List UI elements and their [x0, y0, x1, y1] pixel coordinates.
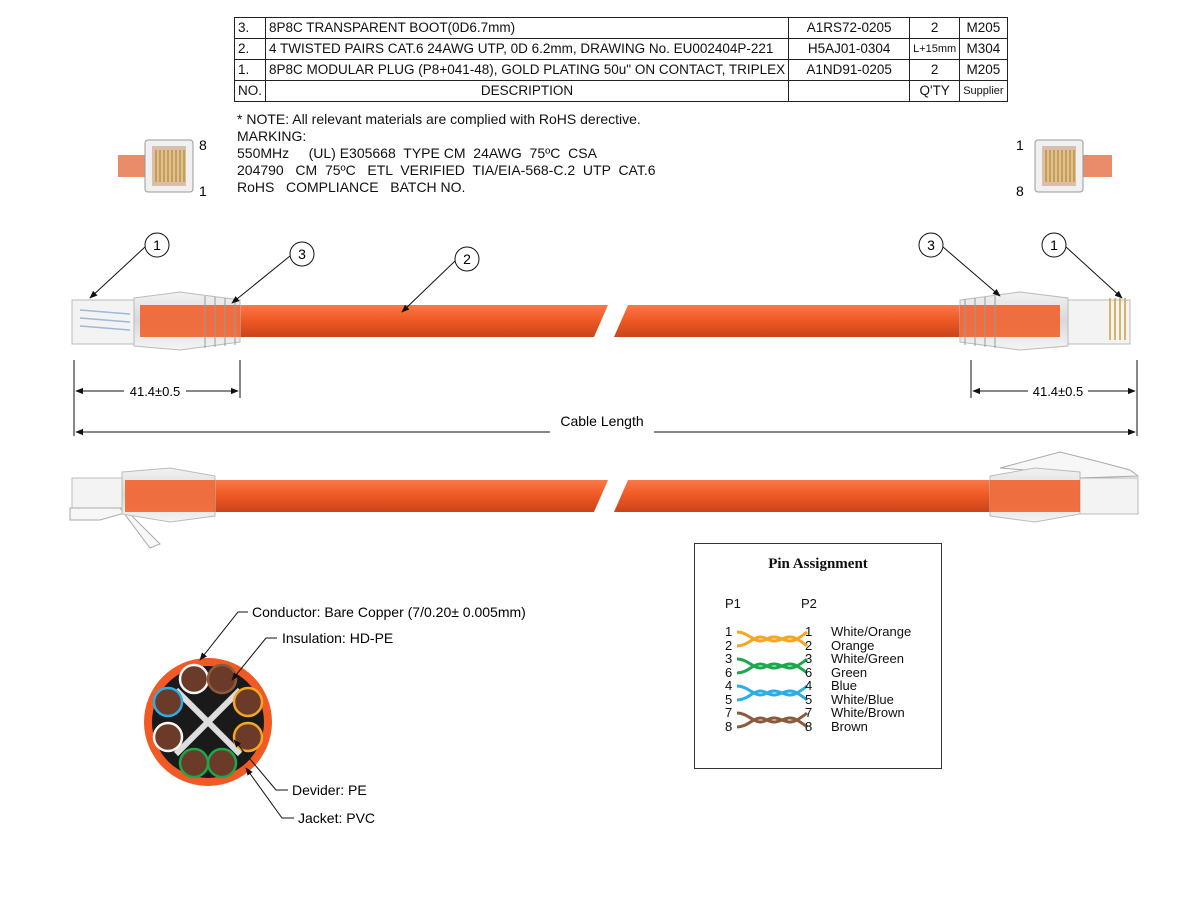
bom-header-no: NO.	[233, 80, 267, 102]
conductor-label: Conductor: Bare Copper (7/0.20± 0.005mm)	[252, 604, 526, 620]
callout-3-right: 3	[927, 237, 935, 253]
bom-qty: L+15mm	[909, 38, 961, 60]
bom-row: 3. 8P8C TRANSPARENT BOOT(0D6.7mm) A1RS72…	[233, 17, 1008, 39]
pair-blue-twist	[736, 684, 809, 702]
cable-cross-section	[144, 658, 272, 786]
bom-header-qty: Q'TY	[909, 80, 961, 102]
dim-left: 41.4±0.5	[130, 384, 181, 399]
jacket-label: Jacket: PVC	[298, 810, 375, 826]
marking-line: 550MHz (UL) E305668 TYPE CM 24AWG 75ºC C…	[237, 145, 597, 161]
bom-header-desc: DESCRIPTION	[265, 80, 790, 102]
marking-title: MARKING:	[237, 128, 307, 144]
callout-3-left: 3	[298, 246, 306, 262]
marking-line: RoHS COMPLIANCE BATCH NO.	[237, 179, 466, 195]
plug-end-view-left	[118, 139, 194, 193]
bom-table: 3. 8P8C TRANSPARENT BOOT(0D6.7mm) A1RS72…	[233, 17, 1008, 102]
insulation-label: Insulation: HD-PE	[282, 630, 393, 646]
callout-1-right: 1	[1050, 237, 1058, 253]
divider-label: Devider: PE	[292, 782, 367, 798]
bom-header-supplier: Supplier	[959, 80, 1008, 102]
bom-supplier: M205	[959, 17, 1008, 39]
bom-part: A1RS72-0205	[788, 17, 911, 39]
cable-side-view	[69, 451, 1140, 549]
pin-label-left-bottom: 1	[199, 183, 207, 199]
cable-length-label: Cable Length	[560, 413, 643, 429]
callout-2: 2	[463, 251, 471, 267]
plug-end-view-right	[1034, 139, 1112, 193]
pair-orange-twist	[736, 630, 809, 648]
callout-1-left: 1	[153, 237, 161, 253]
note-block: * NOTE: All relevant materials are compl…	[237, 111, 656, 196]
pin-assignment-title: Pin Assignment	[768, 556, 868, 572]
note-line: * NOTE: All relevant materials are compl…	[237, 111, 641, 127]
p2-header: P2	[801, 596, 817, 611]
bom-header-row: NO. DESCRIPTION Q'TY Supplier	[233, 80, 1008, 102]
marking-line: 204790 CM 75ºC ETL VERIFIED TIA/EIA-568-…	[237, 162, 656, 178]
p1-header: P1	[725, 596, 741, 611]
bom-part: A1ND91-0205	[788, 59, 911, 81]
pin-label-right-bottom: 8	[1016, 183, 1024, 199]
pin-label-right-top: 1	[1016, 137, 1024, 153]
pair-green-twist	[736, 657, 809, 675]
dim-right: 41.4±0.5	[1033, 384, 1084, 399]
pin-label-left-top: 8	[199, 137, 207, 153]
pair-brown-twist	[736, 711, 809, 729]
twisted-pairs-graphic	[736, 630, 809, 729]
cable-top-view	[71, 291, 1131, 351]
